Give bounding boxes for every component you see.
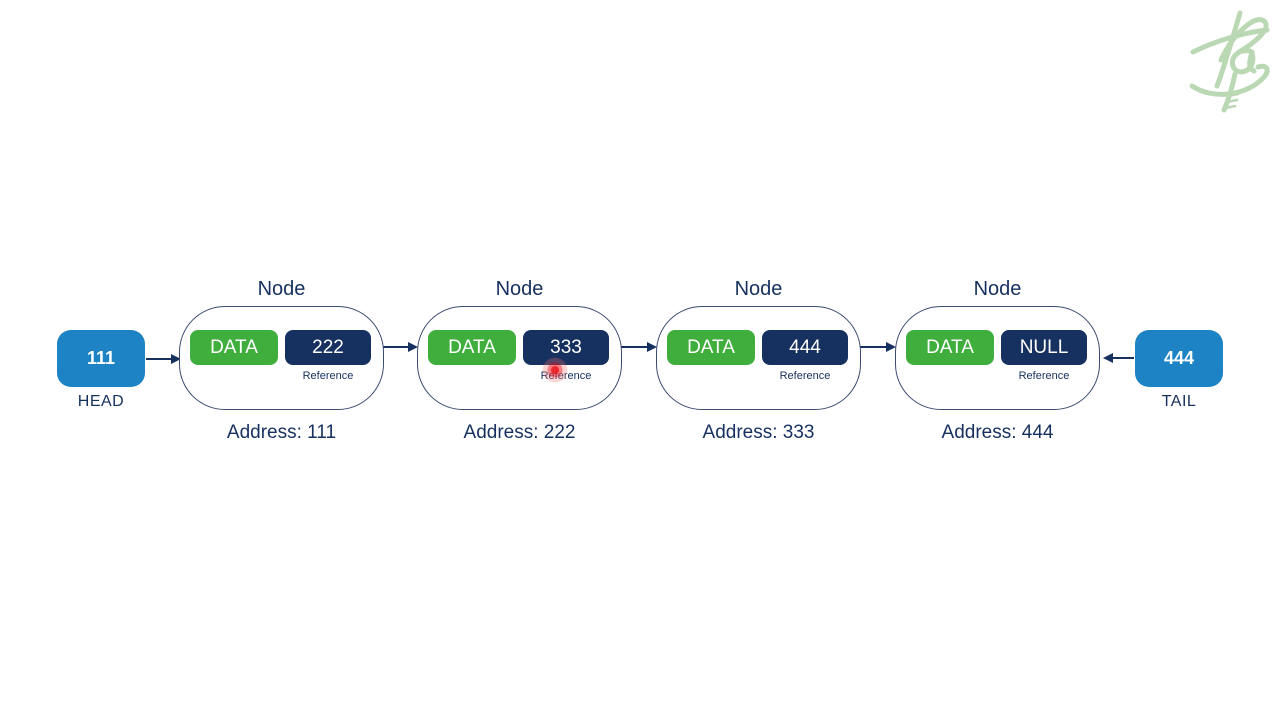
arrow-head-to-node1 (146, 354, 181, 364)
node-address: Address: 333 (702, 422, 815, 443)
node-container: DATA 333 Reference (417, 306, 622, 410)
reference-chip: 444 (762, 330, 848, 365)
node-3: Node DATA 444 Reference Address: 333 (656, 277, 861, 444)
reference-label: Reference (1018, 370, 1070, 382)
reference-label: Reference (779, 370, 831, 382)
node-address: Address: 111 (226, 422, 337, 443)
node-2: Node DATA 333 Reference Address: 222 (417, 277, 622, 444)
cursor-click-indicator (541, 356, 569, 384)
node-container: DATA 444 Reference (656, 306, 861, 410)
data-chip: DATA (428, 330, 516, 365)
data-chip: DATA (667, 330, 755, 365)
tail-value: 444 (1135, 330, 1223, 387)
tail-label: TAIL (1161, 393, 1197, 410)
tail-pointer: 444 TAIL (1135, 330, 1223, 411)
node-title: Node (495, 278, 544, 300)
data-chip: DATA (906, 330, 994, 365)
node-container: DATA NULL Reference (895, 306, 1100, 410)
reference-label: Reference (302, 370, 354, 382)
head-value: 111 (57, 330, 145, 387)
node-address: Address: 222 (463, 422, 576, 443)
data-chip: DATA (190, 330, 278, 365)
reference-chip: 222 (285, 330, 371, 365)
node-address: Address: 444 (941, 422, 1054, 443)
reference-chip: NULL (1001, 330, 1087, 365)
channel-signature-logo (1189, 10, 1270, 113)
node-title: Node (734, 278, 783, 300)
node-title: Node (257, 278, 306, 300)
head-label: HEAD (77, 393, 125, 410)
arrow-tail-to-node4 (1103, 353, 1134, 363)
reference-chip: 333 (523, 330, 609, 365)
node-4: Node DATA NULL Reference Address: 444 (895, 277, 1100, 444)
node-1: Node DATA 222 Reference Address: 111 (179, 277, 384, 444)
node-container: DATA 222 Reference (179, 306, 384, 410)
head-pointer: 111 HEAD (57, 330, 145, 411)
node-title: Node (973, 278, 1022, 300)
